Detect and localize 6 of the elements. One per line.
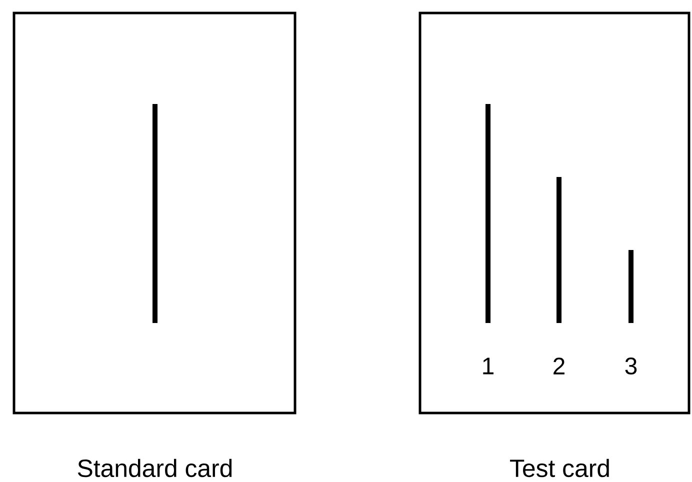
node-label: Test card	[510, 458, 609, 478]
card: Standard card	[12, 12, 296, 478]
line-number: 2	[554, 358, 564, 374]
line-number: 1	[483, 358, 494, 374]
line-number: 3	[625, 358, 637, 374]
node-label: Standard card	[78, 458, 232, 478]
